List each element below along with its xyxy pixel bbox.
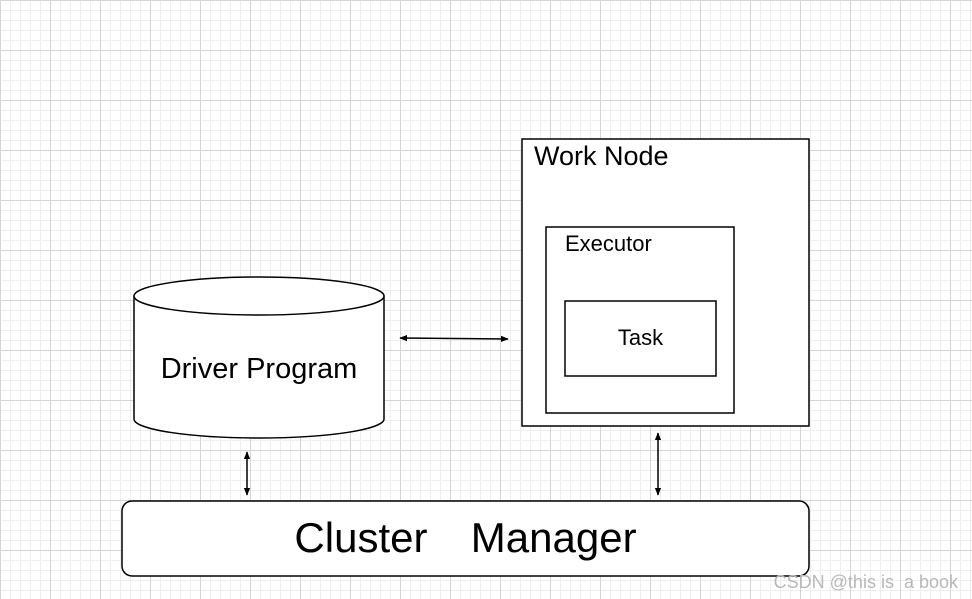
task-box[interactable] — [564, 300, 717, 377]
driver-program-label: Driver Program — [160, 353, 358, 385]
driver-program-cylinder[interactable] — [133, 276, 385, 439]
cluster-manager-box[interactable] — [121, 500, 810, 577]
work-node-label: Work Node — [534, 141, 669, 171]
executor-label: Executor — [565, 231, 652, 256]
watermark-text: CSDN @this is a book — [773, 572, 958, 592]
cluster-manager-label: Cluster Manager — [294, 514, 637, 561]
task-label: Task — [617, 325, 664, 350]
driver-worknode-arrow — [399, 334, 509, 343]
